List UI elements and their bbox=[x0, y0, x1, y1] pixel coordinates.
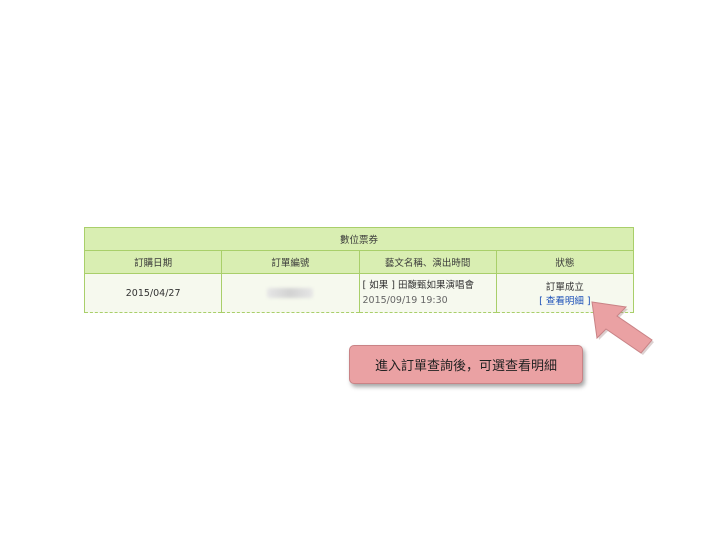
order-date: 2015/04/27 bbox=[83, 273, 223, 313]
instruction-callout: 進入訂單查詢後，可選查看明細 bbox=[349, 345, 583, 384]
status-cell: 訂單成立 [ 查看明細 ] bbox=[495, 273, 635, 313]
event-title: [ 如果 ] 田馥甄如果演唱會 bbox=[362, 280, 474, 291]
order-status: 訂單成立 bbox=[545, 282, 584, 293]
callout-text: 進入訂單查詢後，可選查看明細 bbox=[374, 359, 557, 374]
header-order-number: 訂單編號 bbox=[221, 250, 360, 274]
header-status: 狀態 bbox=[495, 250, 635, 274]
header-order-date: 訂購日期 bbox=[83, 250, 223, 274]
event-info-cell: [ 如果 ] 田馥甄如果演唱會 2015/09/19 19:30 bbox=[358, 273, 497, 313]
order-number-cell bbox=[221, 273, 360, 313]
table-row: 2015/04/27 [ 如果 ] 田馥甄如果演唱會 2015/09/19 19… bbox=[83, 273, 635, 313]
section-title: 數位票券 bbox=[84, 227, 634, 251]
pointer-arrow-icon bbox=[591, 301, 654, 355]
event-time: 2015/09/19 19:30 bbox=[362, 295, 448, 306]
header-event-info: 藝文名稱、演出時間 bbox=[358, 250, 497, 274]
table-header-row: 訂購日期 訂單編號 藝文名稱、演出時間 狀態 bbox=[83, 250, 635, 274]
view-details-link[interactable]: [ 查看明細 ] bbox=[539, 296, 591, 307]
order-table: 數位票券 訂購日期 訂單編號 藝文名稱、演出時間 狀態 2015/04/27 [… bbox=[83, 227, 635, 313]
blurred-order-number bbox=[267, 288, 314, 298]
